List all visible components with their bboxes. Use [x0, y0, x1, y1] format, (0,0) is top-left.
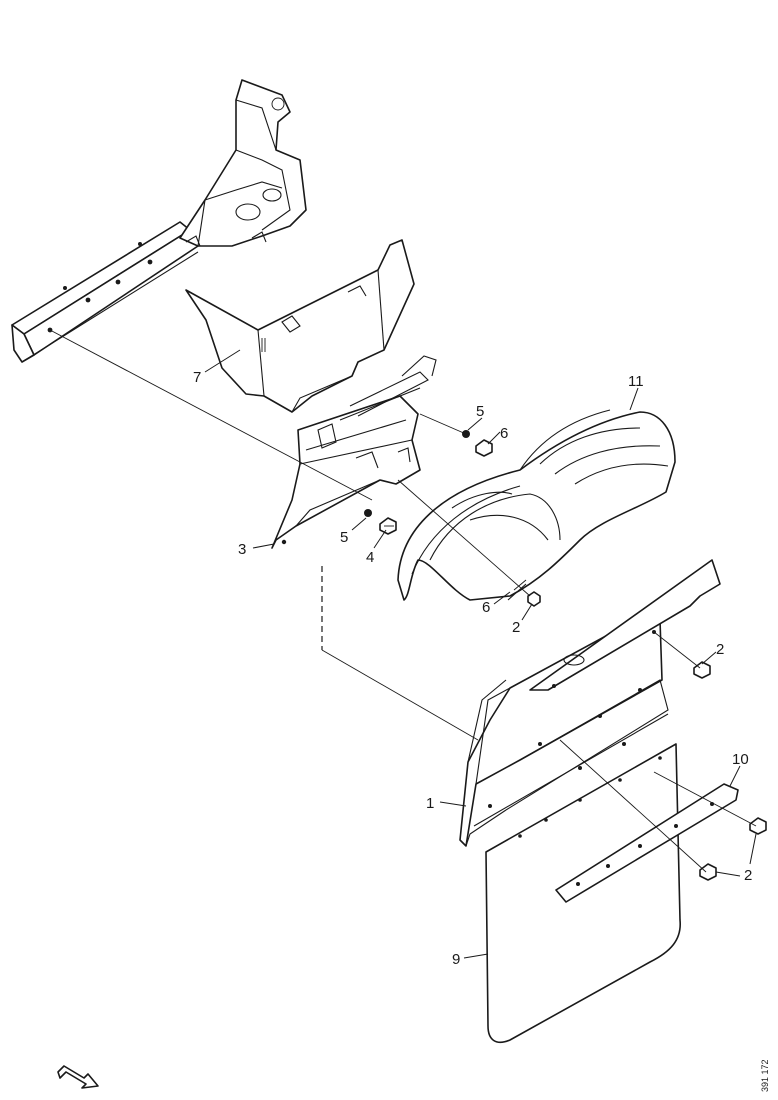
callout-5-lower: 5 [340, 529, 348, 546]
fastener-2-d [699, 863, 717, 881]
assembly-lines [49, 329, 757, 873]
fastener-6-lower [507, 583, 527, 601]
callout-4: 4 [366, 549, 374, 566]
fastener-group-lower [364, 509, 397, 535]
fastener-2-a [513, 579, 541, 607]
callout-leaders [204, 349, 757, 959]
direction-arrow-icon [57, 1065, 99, 1089]
callout-2-strip: 2 [744, 867, 752, 884]
callout-11: 11 [628, 373, 644, 390]
part-11-fender [397, 409, 676, 601]
callout-6-lower: 6 [482, 599, 490, 616]
callout-5-upper: 5 [476, 403, 484, 420]
callout-7: 7 [193, 369, 201, 386]
fastener-group-upper [462, 430, 493, 457]
mounting-bracket [179, 79, 307, 247]
part-10-clamping-strip [555, 783, 739, 903]
document-number: 391 172 [760, 1059, 770, 1092]
callout-9: 9 [452, 951, 460, 968]
part-3-lower-bracket [271, 355, 437, 549]
fastener-2-c [749, 817, 767, 835]
callout-3: 3 [238, 541, 246, 558]
part-7-mounting-plate [185, 239, 415, 413]
fastener-2-b [693, 661, 711, 679]
callout-10: 10 [732, 751, 749, 768]
callout-2-fender: 2 [512, 619, 520, 636]
part-9-mudflap [485, 743, 681, 1044]
callout-6-upper: 6 [500, 425, 508, 442]
callout-1: 1 [426, 795, 434, 812]
part-1-mudflap-holder [459, 559, 721, 847]
callout-2-holder: 2 [716, 641, 724, 658]
frame-rail [11, 221, 199, 363]
